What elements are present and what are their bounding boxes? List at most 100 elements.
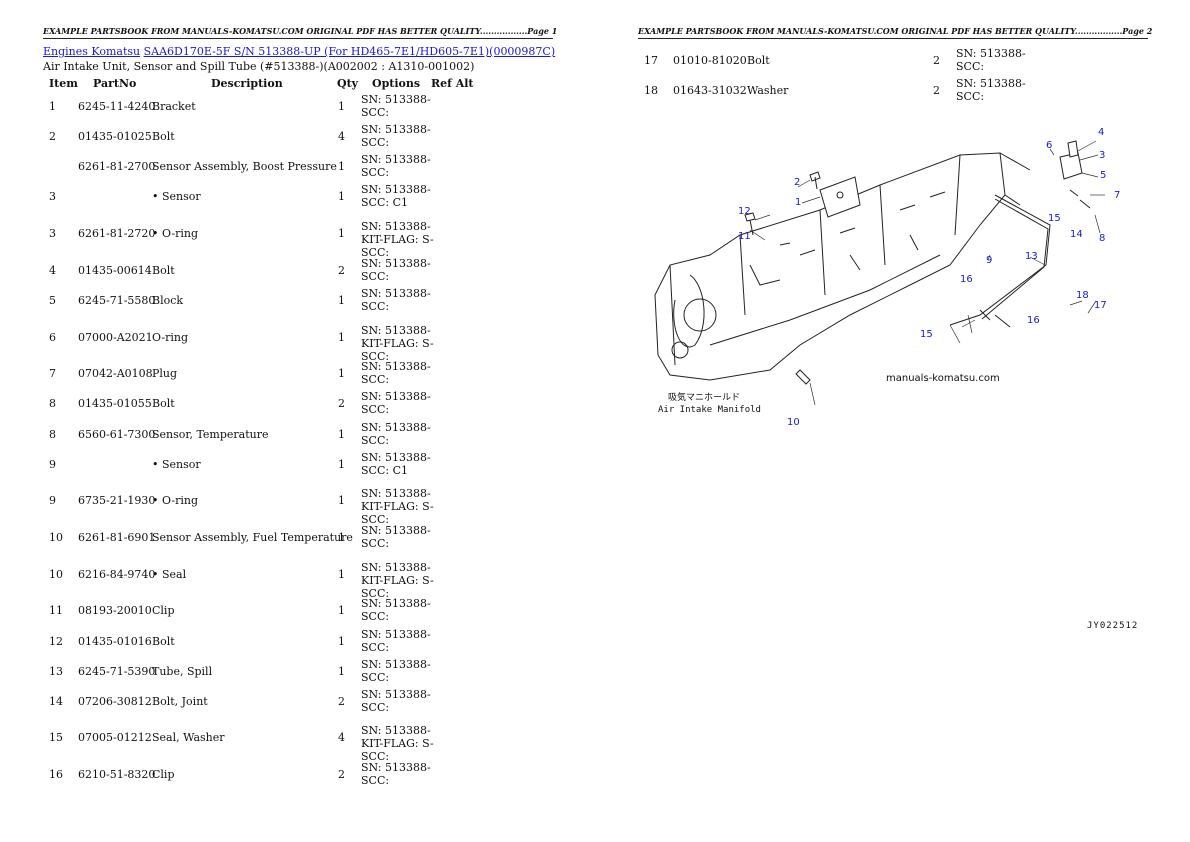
cell-desc: Sensor Assembly, Boost Pressure (152, 160, 337, 173)
cell-qty: 1 (338, 665, 345, 678)
cell-item: 4 (49, 264, 56, 277)
col-header-description: Description (211, 77, 283, 90)
callout-2: 2 (794, 177, 800, 188)
air-intake-label: Air Intake Manifold (658, 405, 761, 415)
cell-qty: 1 (338, 458, 345, 471)
callout-9: 9 (986, 255, 992, 266)
breadcrumb: Engines Komatsu SAA6D170E-5F S/N 513388-… (43, 45, 555, 58)
page-1-header: EXAMPLE PARTSBOOK FROM MANUALS-KOMATSU.C… (43, 26, 557, 39)
callout-labels: 1 2 3 4 5 6 7 8 9 10 11 12 13 14 15 15 1… (738, 127, 1120, 428)
cell-qty: 1 (338, 531, 345, 544)
cell-partno: 6245-71-5580 (78, 294, 156, 307)
callout-1: 1 (795, 197, 801, 208)
cell-options: SN: 513388-SCC: (361, 658, 431, 684)
cell-desc: Sensor Assembly, Fuel Temperature (152, 531, 353, 544)
cell-qty: 4 (338, 731, 345, 744)
cell-desc: Bolt (152, 397, 175, 410)
callout-5: 5 (1100, 170, 1106, 181)
cell-partno: 6560-61-7300 (78, 428, 156, 441)
cell-desc: • O-ring (152, 227, 199, 240)
callout-15b: 15 (920, 329, 933, 340)
cell-partno: 01435-00614 (78, 264, 152, 277)
cell-options: SN: 513388-KIT-FLAG: S-SCC: (361, 487, 434, 526)
cell-desc: Washer (747, 84, 789, 97)
cell-partno: 6261-81-6901 (78, 531, 156, 544)
col-header-qty: Qty (337, 77, 359, 90)
cell-options: SN: 513388-KIT-FLAG: S-SCC: (361, 561, 434, 600)
cell-partno: 6261-81-2700 (78, 160, 156, 173)
cell-partno: 07000-A2021 (78, 331, 153, 344)
cell-options: SN: 513388-KIT-FLAG: S-SCC: (361, 220, 434, 259)
cell-options: SN: 513388-SCC: C1 (361, 451, 431, 477)
cell-options: SN: 513388-SCC: (361, 287, 431, 313)
cell-item: 17 (644, 54, 658, 67)
cell-item: 8 (49, 397, 56, 410)
callout-10: 10 (787, 417, 800, 428)
cell-partno: 01435-01025 (78, 130, 152, 143)
cell-item: 3 (49, 190, 56, 203)
cell-partno: 6216-84-9740 (78, 568, 156, 581)
cell-options: SN: 513388-SCC: (956, 77, 1026, 103)
cell-qty: 2 (338, 768, 345, 781)
cell-item: 6 (49, 331, 56, 344)
cell-partno: 01435-01016 (78, 635, 152, 648)
cell-options: SN: 513388-SCC: (361, 524, 431, 550)
cell-item: 3 (49, 227, 56, 240)
cell-options: SN: 513388-SCC: (361, 597, 431, 623)
cell-partno: 6261-81-2720 (78, 227, 156, 240)
callout-8: 8 (1099, 233, 1105, 244)
col-header-partno: PartNo (93, 77, 137, 90)
callout-6: 6 (1046, 140, 1052, 151)
breadcrumb-link-model[interactable]: SAA6D170E-5F S/N 513388-UP (For HD465-7E… (143, 45, 556, 58)
page-2: EXAMPLE PARTSBOOK FROM MANUALS-KOMATSU.C… (595, 0, 1190, 842)
cell-desc: Bolt (747, 54, 770, 67)
cell-item: 18 (644, 84, 658, 97)
cell-options: SN: 513388-SCC: (361, 761, 431, 787)
cell-item: 2 (49, 130, 56, 143)
parts-diagram: 1 2 3 4 5 6 7 8 9 10 11 12 13 14 15 15 1… (654, 127, 1120, 428)
col-header-options: Options (372, 77, 421, 90)
cell-qty: 2 (338, 264, 345, 277)
cell-qty: 4 (338, 130, 345, 143)
callout-3: 3 (1099, 150, 1105, 161)
cell-qty: 1 (338, 331, 345, 344)
cell-desc: • O-ring (152, 494, 199, 507)
cell-partno: 6245-71-5390 (78, 665, 156, 678)
cell-options: SN: 513388-SCC: (361, 688, 431, 714)
cell-item: 9 (49, 494, 56, 507)
breadcrumb-link-engines[interactable]: Engines Komatsu (43, 45, 141, 58)
cell-item: 5 (49, 294, 56, 307)
cell-options: SN: 513388-SCC: C1 (361, 183, 431, 209)
cell-qty: 1 (338, 190, 345, 203)
cell-options: SN: 513388-SCC: (361, 257, 431, 283)
cell-desc: Plug (152, 367, 178, 380)
cell-options: SN: 513388-SCC: (361, 123, 431, 149)
callout-leaders (749, 140, 1105, 406)
cell-desc: Tube, Spill (152, 665, 213, 678)
jp-label: 吸気マニホールド (668, 391, 740, 403)
callout-16a: 16 (960, 274, 973, 285)
cell-item: 13 (49, 665, 63, 678)
cell-item: 10 (49, 531, 63, 544)
cell-item: 14 (49, 695, 63, 708)
col-header-refalt: Ref Alt (431, 77, 474, 90)
cell-qty: 1 (338, 227, 345, 240)
cell-qty: 1 (338, 494, 345, 507)
callout-17: 17 (1094, 300, 1107, 311)
cell-qty: 1 (338, 604, 345, 617)
callout-15a: 15 (1048, 213, 1061, 224)
cell-desc: Bolt (152, 635, 175, 648)
col-header-item: Item (49, 77, 78, 90)
cell-partno: 01643-31032 (673, 84, 747, 97)
page-1: EXAMPLE PARTSBOOK FROM MANUALS-KOMATSU.C… (43, 26, 557, 787)
cell-desc: Bolt (152, 264, 175, 277)
cell-desc: Sensor, Temperature (152, 428, 269, 441)
cell-options: SN: 513388-KIT-FLAG: S-SCC: (361, 724, 434, 763)
cell-item: 9 (49, 458, 56, 471)
cell-options: SN: 513388-SCC: (361, 360, 431, 386)
cell-desc: • Sensor (152, 190, 201, 203)
cell-qty: 1 (338, 367, 345, 380)
page-2-header: EXAMPLE PARTSBOOK FROM MANUALS-KOMATSU.C… (638, 26, 1152, 39)
cell-item: 10 (49, 568, 63, 581)
cell-item: 12 (49, 635, 63, 648)
